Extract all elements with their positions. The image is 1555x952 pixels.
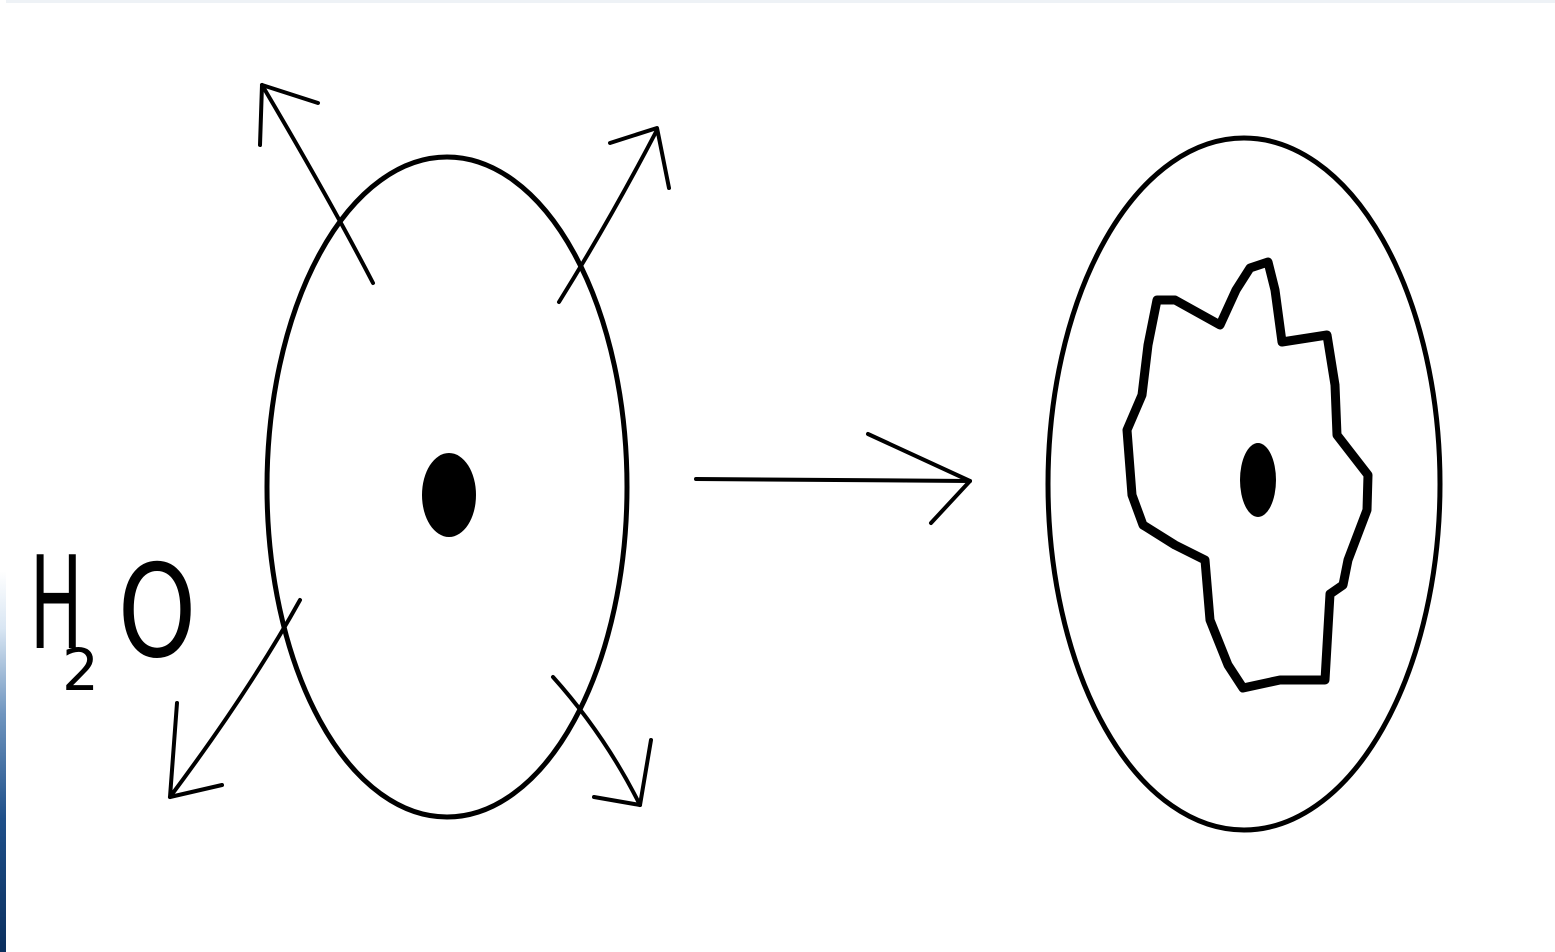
h2o-label-trailing: O bbox=[118, 538, 197, 687]
h2o-label: H 2 O bbox=[30, 530, 197, 704]
arrow-up-right bbox=[559, 128, 669, 302]
arrow-up-left bbox=[260, 85, 373, 283]
water-outflow-arrows bbox=[170, 85, 669, 805]
h2o-label-subscript: 2 bbox=[62, 636, 99, 704]
right-cell-nucleus bbox=[1240, 443, 1276, 517]
left-cell bbox=[267, 157, 627, 817]
left-cell-nucleus bbox=[422, 453, 476, 537]
right-cell bbox=[1048, 138, 1440, 830]
arrow-down-right bbox=[553, 677, 651, 805]
transition-arrow bbox=[696, 434, 970, 523]
